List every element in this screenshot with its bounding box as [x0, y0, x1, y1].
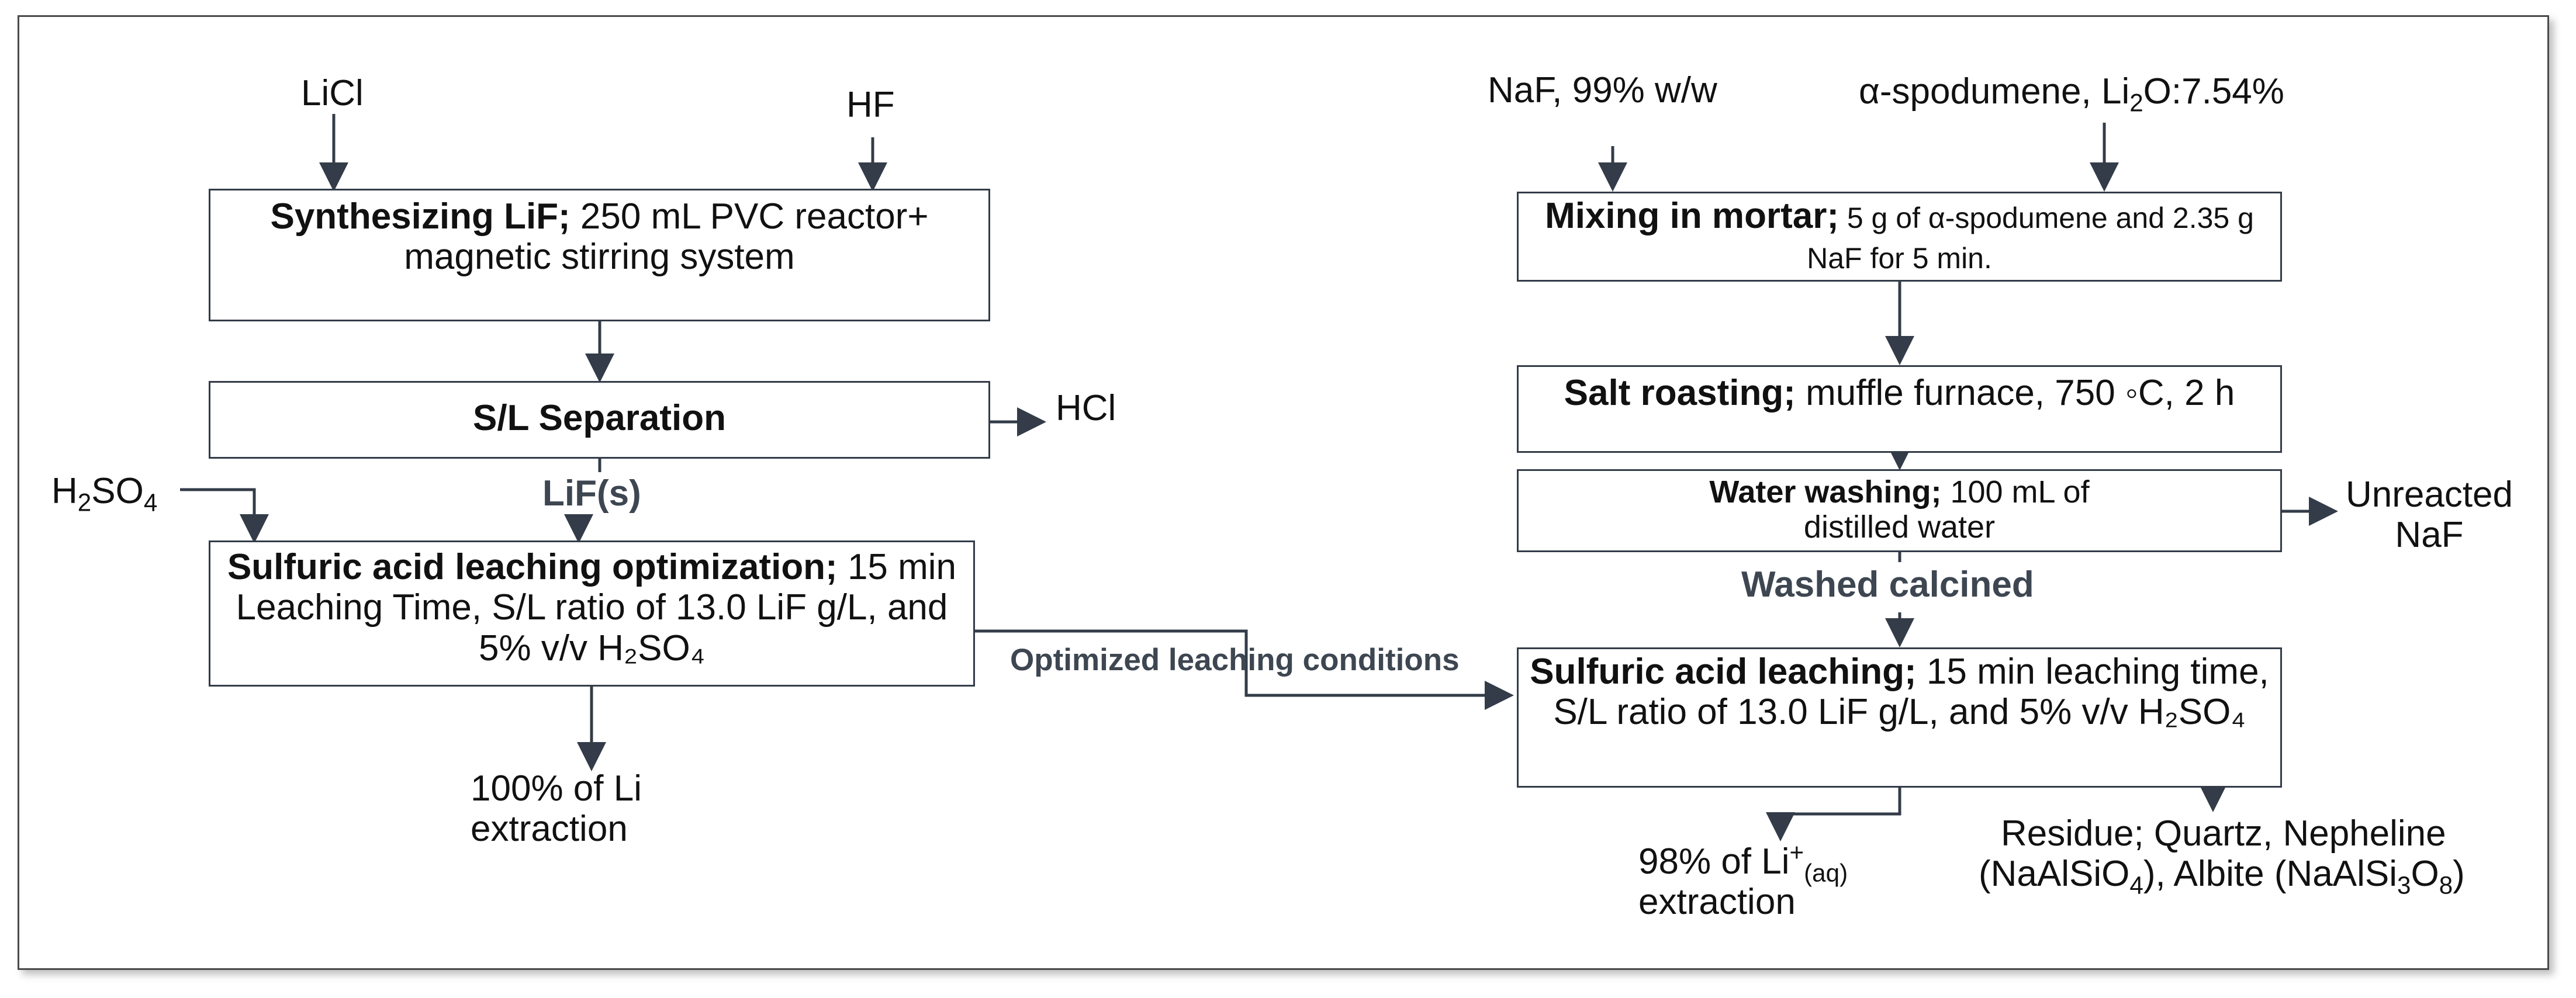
- output-residue: Residue; Quartz, Nepheline (NaAlSiO4), A…: [1979, 813, 2465, 899]
- synthesize-lif-desc: 250 mL PVC reactor+ magnetic stirring sy…: [404, 196, 929, 278]
- output-li-100: 100% of Li extraction: [471, 768, 642, 850]
- input-licl: LiCl: [301, 73, 364, 113]
- arrow-h2so4: [180, 488, 269, 543]
- salt-roasting-box: Salt roasting; muffle furnace, 750 ◦C, 2…: [1517, 365, 2282, 453]
- leaching-optimization-desc: 15 min Leaching Time, S/L ratio of 13.0 …: [236, 547, 957, 668]
- input-naf: NaF, 99% w/w: [1488, 70, 1717, 110]
- leaching-optimization-box: Sulfuric acid leaching optimization; 15 …: [209, 540, 975, 687]
- leaching-optimization-title: Sulfuric acid leaching optimization;: [227, 547, 838, 587]
- output-hcl: HCl: [1056, 388, 1116, 428]
- output-li-98: 98% of Li+(aq) extraction: [1638, 838, 1848, 923]
- sl-separation-title: S/L Separation: [473, 398, 726, 438]
- input-spodumene: α-spodumene, Li2O:7.54%: [1859, 71, 2284, 117]
- output-unreacted-naf: Unreacted NaF: [2345, 474, 2513, 556]
- water-washing-desc: 100 mL of distilled water: [1803, 474, 2090, 545]
- input-hf: HF: [846, 85, 895, 125]
- label-optimized-conditions: Optimized leaching conditions: [1010, 643, 1460, 677]
- salt-roasting-title: Salt roasting;: [1564, 373, 1796, 413]
- synthesize-lif-title: Synthesizing LiF;: [270, 196, 570, 237]
- mixing-mortar-title: Mixing in mortar;: [1545, 196, 1839, 236]
- flow-label-washed-calcined: Washed calcined: [1741, 564, 2034, 605]
- water-washing-box: Water washing; 100 mL of distilled water: [1517, 469, 2282, 552]
- salt-roasting-desc: muffle furnace, 750 ◦C, 2 h: [1795, 373, 2235, 413]
- input-h2so4: H2SO4: [51, 471, 158, 517]
- mixing-mortar-box: Mixing in mortar; 5 g of α-spodumene and…: [1517, 192, 2282, 282]
- synthesize-lif-box: Synthesizing LiF; 250 mL PVC reactor+ ma…: [209, 189, 990, 321]
- sulfuric-acid-leaching-title: Sulfuric acid leaching;: [1530, 652, 1917, 692]
- water-washing-title: Water washing;: [1709, 474, 1942, 510]
- sl-separation-box: S/L Separation: [209, 381, 990, 459]
- flow-label-lif: LiF(s): [542, 473, 641, 514]
- mixing-mortar-desc: 5 g of α-spodumene and 2.35 g NaF for 5 …: [1807, 202, 2254, 275]
- sulfuric-acid-leaching-desc: 15 min leaching time, S/L ratio of 13.0 …: [1553, 652, 2269, 733]
- arrow-leach-to-li: [1766, 788, 1901, 841]
- sulfuric-acid-leaching-box: Sulfuric acid leaching; 15 min leaching …: [1517, 647, 2282, 788]
- arrow-optimized: [975, 629, 1514, 710]
